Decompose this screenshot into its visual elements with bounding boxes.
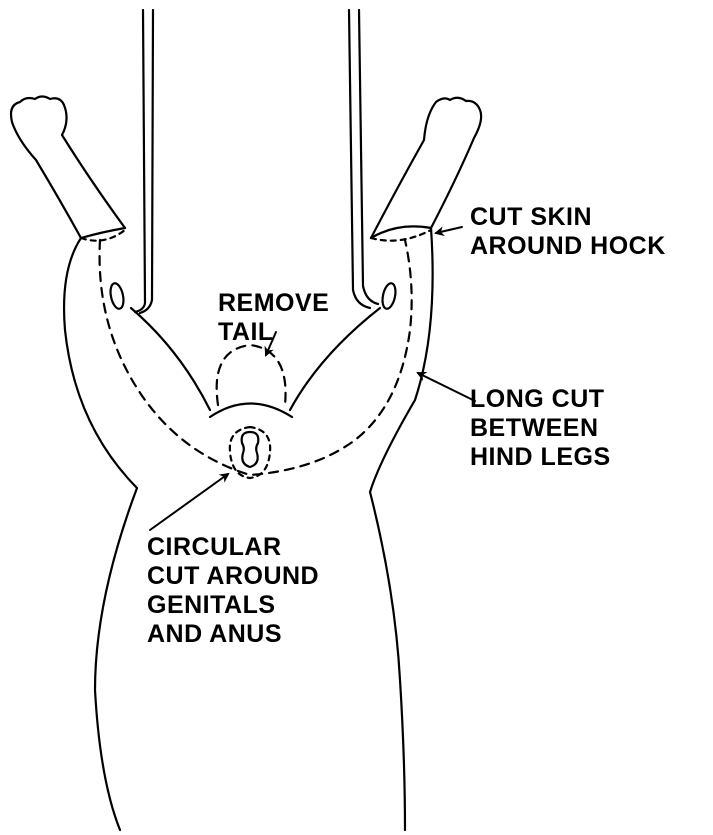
circular-label-line-3: GENITALS	[147, 591, 319, 620]
long-cut-label-line-1: LONG CUT	[470, 385, 611, 414]
circular-label-line-2: CUT AROUND	[147, 562, 319, 591]
tail-cut-line	[217, 345, 286, 405]
circular-label-line-4: AND ANUS	[147, 620, 319, 649]
hock-arrow	[436, 227, 462, 233]
pointer-arrows	[150, 227, 475, 530]
right-hanging-rope	[349, 10, 378, 308]
long-cut-label-line-2: BETWEEN	[470, 414, 611, 443]
tail-label: REMOVE TAIL	[218, 289, 329, 347]
circular-cut-line	[230, 427, 270, 478]
hock-label-line-1: CUT SKIN	[470, 203, 666, 232]
long-cut-arrow	[418, 373, 475, 401]
left-hock-slit	[108, 282, 125, 310]
tail-stump	[210, 404, 292, 418]
left-leg	[11, 97, 125, 241]
tail-label-line-2: TAIL	[218, 318, 329, 347]
long-cut-label-line-3: HIND LEGS	[470, 443, 611, 472]
right-hock-slit	[380, 282, 397, 310]
hock-label-line-2: AROUND HOCK	[470, 232, 666, 261]
tail-label-line-1: REMOVE	[218, 289, 329, 318]
hock-label: CUT SKIN AROUND HOCK	[470, 203, 666, 261]
circular-label-line-1: CIRCULAR	[147, 533, 319, 562]
right-leg	[371, 98, 481, 241]
circular-label: CIRCULAR CUT AROUND GENITALS AND ANUS	[147, 533, 319, 649]
circular-arrow	[150, 474, 228, 530]
left-hanging-rope	[135, 10, 153, 313]
long-cut-label: LONG CUT BETWEEN HIND LEGS	[470, 385, 611, 472]
long-cut-line	[100, 240, 412, 475]
genital-anus-outline	[242, 432, 259, 467]
